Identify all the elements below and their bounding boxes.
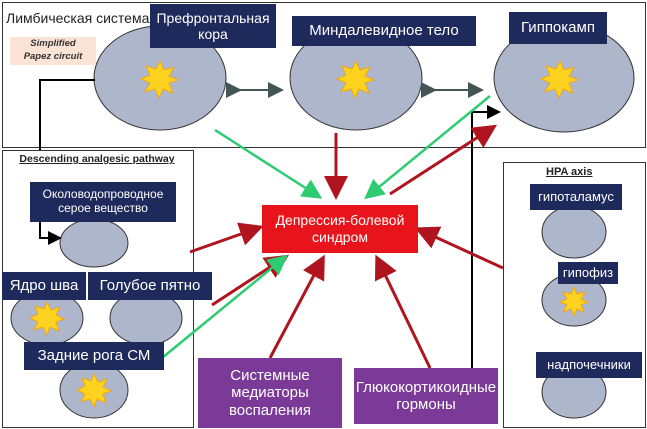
pag-ellipse — [59, 218, 129, 268]
raphe-label: Ядро шва — [2, 272, 86, 300]
star-icon — [29, 301, 65, 336]
pituitary-label: гипофиз — [558, 262, 618, 284]
adrenals-label: надпочечники — [536, 352, 642, 378]
prefrontal-to-center-arrow — [214, 128, 323, 199]
inflammation-mediators-label: Системные медиаторы воспаления — [198, 358, 342, 428]
pag-to-center-arrow — [189, 222, 264, 254]
limbic-system-frame — [2, 2, 646, 148]
pag-input-line — [39, 222, 62, 245]
hippocampus-to-center-arrow — [364, 95, 491, 200]
pag-label: Околоводопроводное серое вещество — [30, 182, 176, 222]
locus-label: Голубое пятно — [88, 272, 212, 300]
hpa-axis-frame — [503, 162, 646, 428]
papez-note-line2: Papez circuit — [23, 51, 83, 62]
hypothalamus-ellipse — [541, 205, 607, 259]
hpa-to-center-arrow — [414, 226, 504, 270]
center-to-hippocampus-arrow — [389, 124, 498, 196]
hippocampus-label: Гиппокамп — [509, 12, 607, 44]
depression-pain-syndrome-label: Депрессия-болевой синдром — [262, 205, 418, 253]
papez-note-line1: Simplified — [30, 38, 76, 49]
limbic-to-descending-line — [39, 79, 95, 150]
hpa-title: HPA axis — [546, 166, 593, 178]
locus-to-center-arrow — [211, 254, 290, 307]
glucocorticoid-to-center-arrow — [374, 254, 432, 369]
star-icon — [558, 285, 590, 318]
dorsal-horns-to-center-arrow — [161, 254, 288, 359]
inflammation-to-center-arrow — [268, 254, 325, 359]
prefrontal-label: Префронтальная кора — [150, 4, 276, 48]
papez-note: Simplified Papez circuit — [10, 37, 96, 65]
glucocorticoid-hormones-label: Глюкокортикоидные гормоны — [354, 368, 498, 424]
limbic-title: Лимбическая система — [6, 10, 150, 26]
dorsal-horns-label: Задние рога СМ — [24, 342, 164, 370]
hypothalamus-label: гипоталамус — [530, 184, 622, 210]
star-icon — [140, 60, 180, 99]
star-icon — [336, 60, 376, 99]
star-icon — [76, 373, 112, 408]
star-icon — [540, 60, 580, 99]
amygdala-label: Миндалевидное тело — [292, 16, 476, 46]
descending-title: Descending analgesic pathway — [19, 153, 175, 165]
